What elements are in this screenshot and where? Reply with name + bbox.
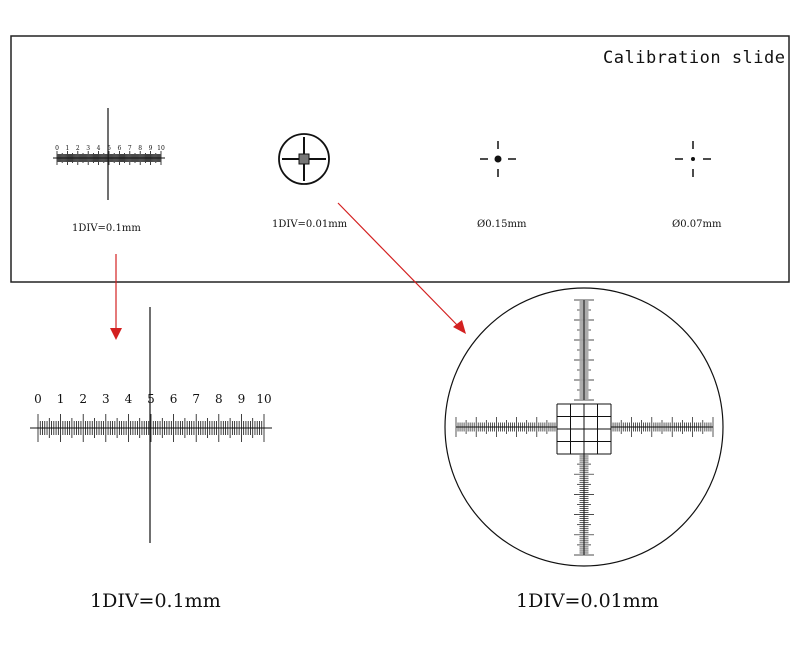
dot-large-label: Ø0.15mm [477, 219, 527, 230]
scale-number: 10 [256, 392, 271, 406]
arrow-to-cross-reticle [337, 202, 466, 334]
scale-number: 10 [157, 145, 165, 152]
small-linear-scale [53, 108, 165, 200]
scale-number: 6 [170, 392, 178, 406]
scale-number: 4 [97, 145, 101, 152]
scale-number: 9 [238, 392, 246, 406]
small-cross-reticle [278, 133, 330, 185]
scale-number: 5 [107, 145, 111, 152]
scale-number: 7 [192, 392, 200, 406]
scale-number: 8 [138, 145, 142, 152]
scale-number: 7 [128, 145, 132, 152]
enlarged-linear-label: 1DIV=0.1mm [90, 590, 221, 612]
dot-target-large [480, 141, 516, 177]
slide-title: Calibration slide [603, 48, 786, 68]
scale-number: 0 [34, 392, 42, 406]
scale-number: 4 [125, 392, 133, 406]
cross-reticle-label: 1DIV=0.01mm [272, 219, 348, 230]
scale-number: 0 [55, 145, 59, 152]
enlarged-cross-label: 1DIV=0.01mm [516, 590, 659, 612]
scale-number: 2 [79, 392, 87, 406]
scale-number: 3 [102, 392, 110, 406]
linear-scale-label: 1DIV=0.1mm [72, 223, 141, 234]
dot-target-small [675, 141, 711, 177]
scale-number: 1 [57, 392, 65, 406]
arrow-to-linear-scale [110, 254, 122, 340]
scale-number: 3 [86, 145, 90, 152]
scale-number: 8 [215, 392, 223, 406]
scale-number: 2 [76, 145, 80, 152]
enlarged-cross-reticle [444, 287, 724, 567]
enlarged-linear-scale [30, 307, 272, 543]
slide-outline [10, 35, 790, 283]
scale-number: 1 [65, 145, 69, 152]
scale-number: 9 [149, 145, 153, 152]
scale-number: 5 [147, 392, 155, 406]
dot-small-label: Ø0.07mm [672, 219, 722, 230]
scale-number: 6 [117, 145, 121, 152]
